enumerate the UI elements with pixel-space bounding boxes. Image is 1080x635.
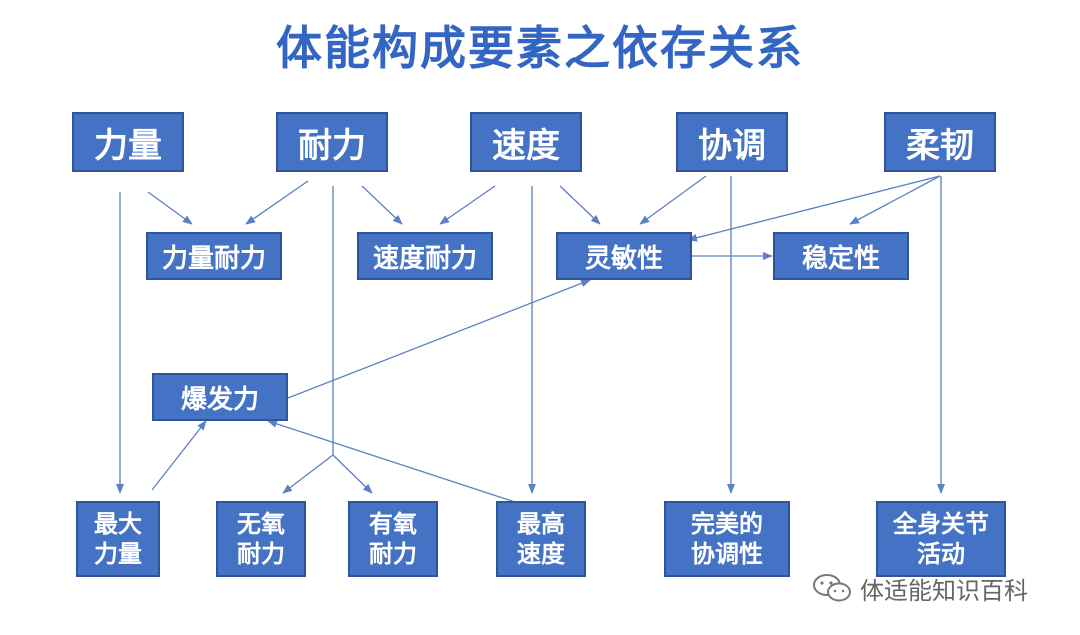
node-full-joint-mobility: 全身关节活动 — [876, 501, 1006, 577]
arrow-endurance-to-aerobic — [332, 454, 373, 494]
node-perfect-coordination: 完美的协调性 — [664, 501, 790, 577]
node-speed-endurance: 速度耐力 — [357, 232, 493, 280]
node-flexibility: 柔韧 — [884, 112, 996, 172]
node-anaerobic-endurance: 无氧耐力 — [216, 501, 306, 577]
arrow-max-speed-to-power — [267, 420, 516, 503]
arrow-coordination-to-agility — [639, 175, 707, 225]
arrow-speed-to-agility — [559, 185, 601, 225]
node-agility: 灵敏性 — [556, 232, 692, 280]
watermark-text: 体适能知识百科 — [860, 576, 1028, 605]
arrow-strength-to-strength-endurance — [147, 191, 193, 225]
node-max-strength: 最大力量 — [76, 501, 160, 577]
arrow-endurance-to-anaerobic — [282, 454, 334, 494]
arrow-endurance-to-strength-endurance — [245, 180, 309, 225]
arrow-speed-to-speed-endurance — [439, 185, 496, 225]
arrow-endurance-to-speed-endurance — [361, 185, 403, 225]
node-max-speed: 最高速度 — [496, 501, 586, 577]
node-speed: 速度 — [470, 112, 582, 172]
arrow-flexibility-to-agility — [687, 175, 941, 242]
node-coordination: 协调 — [676, 112, 788, 172]
node-stability: 稳定性 — [773, 232, 909, 280]
node-strength: 力量 — [72, 112, 184, 172]
node-aerobic-endurance: 有氧耐力 — [348, 501, 438, 577]
arrow-max-strength-to-power — [151, 420, 207, 491]
watermark: 体适能知识百科 — [812, 570, 1028, 606]
node-power: 爆发力 — [152, 373, 288, 421]
wechat-icon — [813, 574, 851, 602]
page-title: 体能构成要素之依存关系 — [276, 21, 804, 75]
node-endurance: 耐力 — [276, 112, 388, 172]
node-strength-endurance: 力量耐力 — [146, 232, 282, 280]
arrow-flexibility-to-stability — [849, 175, 941, 225]
arrow-power-to-agility — [287, 279, 591, 399]
